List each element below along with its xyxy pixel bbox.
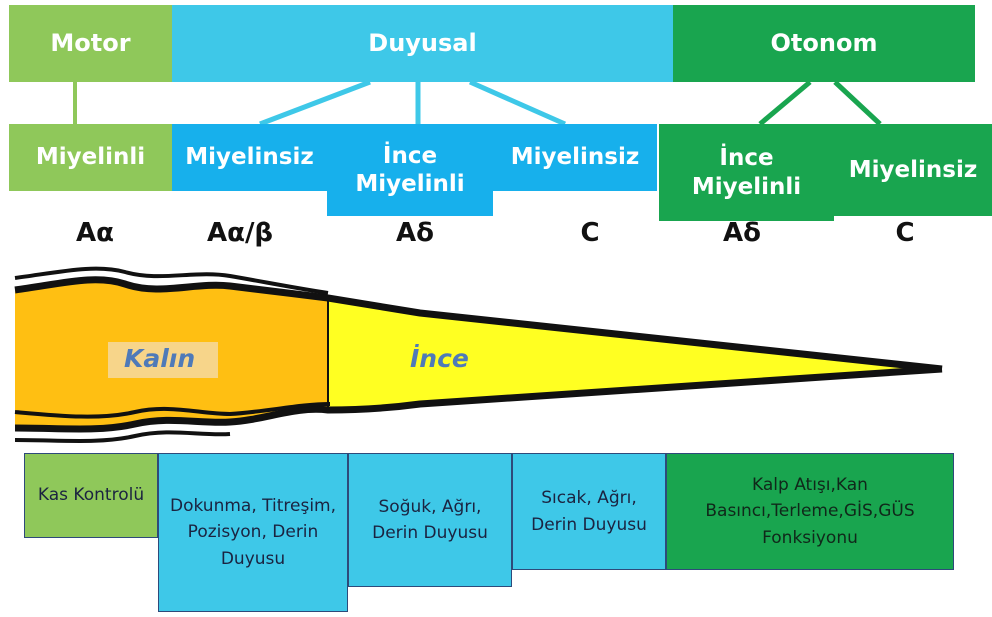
function-motor: Kas Kontrolü: [24, 453, 158, 538]
function-cold-pain: Soğuk, Ağrı, Derin Duyusu: [348, 453, 512, 587]
function-autonomic: Kalp Atışı,Kan Basıncı,Terleme,GİS,GÜS F…: [666, 453, 954, 570]
outline-bottom-extra-2: [15, 432, 230, 441]
function-heat-pain: Sıcak, Ağrı, Derin Duyusu: [512, 453, 666, 570]
thin-label: İnce: [410, 344, 469, 373]
thick-label: Kalın: [124, 344, 195, 373]
function-touch-vibration: Dokunma, Titreşim, Pozisyon, Derin Duyus…: [158, 453, 348, 612]
